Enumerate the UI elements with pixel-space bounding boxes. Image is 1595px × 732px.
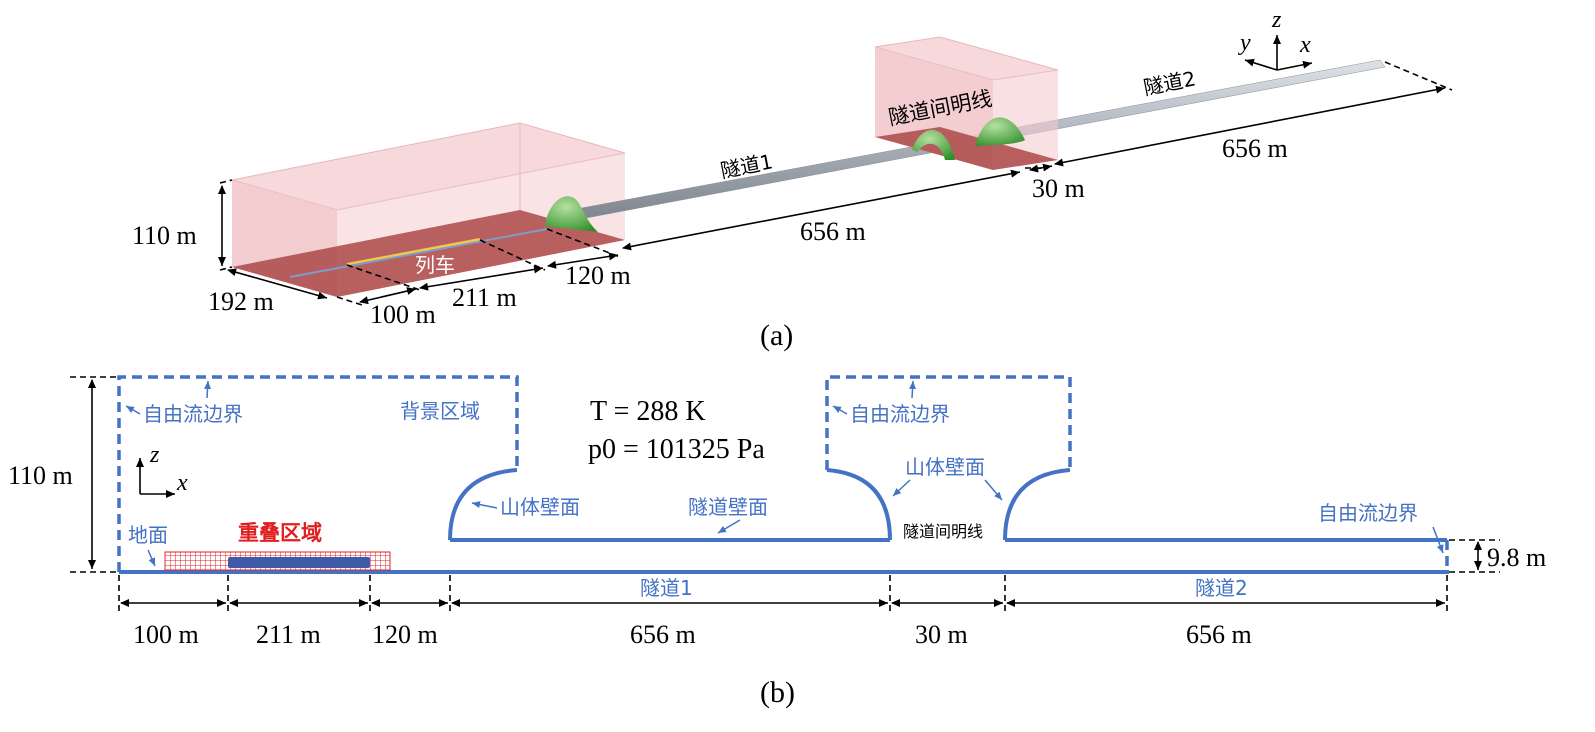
dim-height-a: 110 m [132, 221, 197, 250]
dim-height-b: 110 m [8, 461, 73, 490]
free-boundary-left-label: 自由流边界 [143, 402, 243, 426]
left-domain-box [231, 122, 626, 297]
dim-d3: 120 m [372, 620, 438, 649]
svg-text:y: y [1238, 30, 1251, 56]
hill-portal-1 [545, 196, 598, 232]
dim-tunnel1-a: 656 m [800, 217, 866, 246]
svg-text:z: z [149, 442, 160, 468]
dim-d5: 30 m [915, 620, 968, 649]
tunnel1-label-b: 隧道1 [640, 576, 693, 600]
free-boundary-left [117, 375, 519, 572]
dim-tunnel-height-b: 9.8 m [1487, 543, 1546, 572]
free-boundary-mid [825, 375, 1072, 470]
panel-b: 自由流边界 背景区域 自由流边界 山体壁面 隧道壁面 山体壁面 隧道间明线 自由… [8, 375, 1546, 709]
axis-triad-a: z x y [1238, 7, 1313, 71]
free-boundary-mid-label: 自由流边界 [850, 402, 950, 426]
panel-a: 列车 110 m 192 m 100 m 211 m 120 m [132, 7, 1453, 352]
mountain-wall-mid-right [1003, 468, 1071, 541]
dim-opengap-a: 30 m [1032, 174, 1085, 203]
dim-d6: 656 m [1186, 620, 1252, 649]
hill-portal-3 [975, 117, 1025, 146]
mountain-wall-mid-left [826, 468, 892, 541]
mountain-wall-mid-label: 山体壁面 [905, 455, 985, 479]
svg-text:x: x [1299, 32, 1311, 58]
tunnel-wall-label: 隧道壁面 [688, 495, 768, 519]
ground-plane-left [232, 210, 625, 297]
temperature-label: T = 288 K [590, 396, 706, 427]
free-boundary-right-label: 自由流边界 [1318, 501, 1418, 525]
dim-width-a: 192 m [208, 287, 274, 316]
dim-gap-a: 120 m [565, 261, 631, 290]
dim-train-a: 211 m [452, 283, 517, 312]
hill-portal-2 [912, 129, 955, 160]
dim-d2: 211 m [256, 620, 321, 649]
svg-text:x: x [176, 470, 188, 496]
overlap-label: 重叠区域 [238, 521, 322, 545]
open-section-label-b: 隧道间明线 [903, 522, 983, 541]
tunnel2-label-b: 隧道2 [1195, 576, 1248, 600]
mountain-wall-left [448, 468, 518, 541]
train-label: 列车 [415, 253, 455, 277]
caption-a: (a) [760, 319, 793, 352]
dim-front-a: 100 m [370, 300, 436, 329]
pressure-label: p0 = 101325 Pa [588, 434, 765, 465]
caption-b: (b) [760, 676, 795, 709]
axis-pair-b: z x [136, 442, 188, 498]
dim-d1: 100 m [133, 620, 199, 649]
train-body [346, 238, 481, 267]
train-b [228, 557, 370, 568]
background-label: 背景区域 [400, 399, 480, 423]
dim-d4: 656 m [630, 620, 696, 649]
ground-label: 地面 [128, 523, 168, 547]
dim-tunnel2-a: 656 m [1222, 134, 1288, 163]
mountain-wall-left-label: 山体壁面 [500, 495, 580, 519]
dim-chain-b: 100 m 211 m 120 m 656 m 30 m 656 m [118, 575, 1448, 649]
svg-text:z: z [1271, 7, 1282, 33]
tunnel2-label-a: 隧道2 [1141, 66, 1197, 100]
right-domain-box [874, 36, 1059, 170]
